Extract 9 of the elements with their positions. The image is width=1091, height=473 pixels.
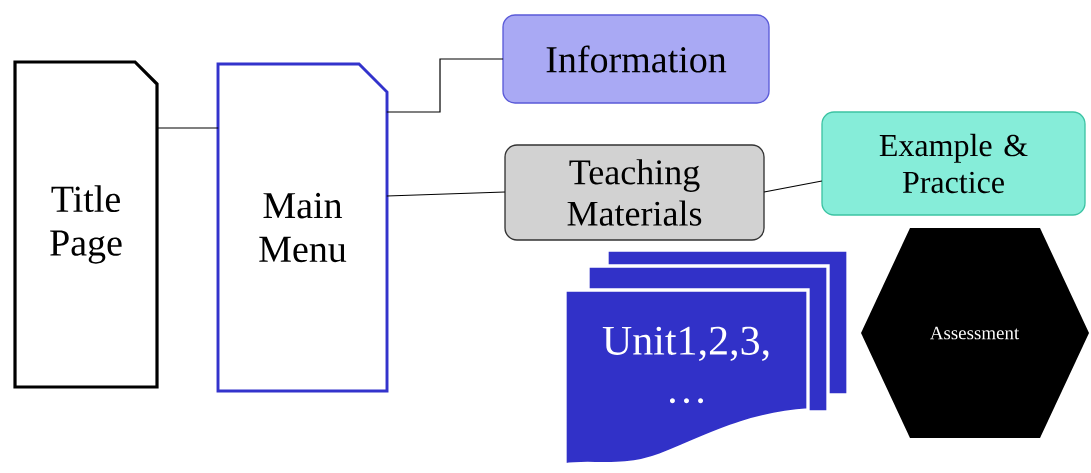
connector-line — [763, 180, 823, 193]
rounded-box: Information — [502, 14, 770, 104]
hexagon: Assessment — [861, 228, 1089, 438]
connector-line — [386, 191, 506, 197]
connector-line — [386, 58, 504, 113]
connector-line — [156, 127, 219, 129]
rounded-box: Example & Practice — [821, 111, 1086, 216]
rounded-box: Teaching Materials — [504, 144, 765, 241]
page-stack: Unit1,2,3, … — [563, 248, 850, 467]
